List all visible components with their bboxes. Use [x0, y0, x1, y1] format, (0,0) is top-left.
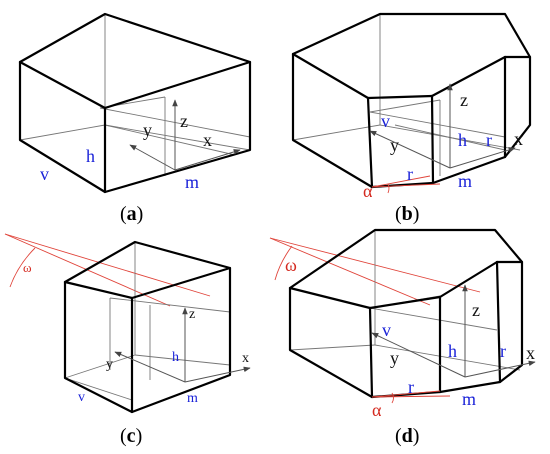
panel-a-label-m: m: [185, 172, 199, 192]
panel-c-box-edges: [63, 240, 232, 414]
panel-d-box-edges: [288, 228, 524, 399]
panel-b-alpha-marker: [371, 175, 441, 194]
panel-b-label-r-side: r: [486, 130, 492, 150]
panel-a-label-y: y: [143, 120, 152, 140]
panel-d-hidden-edges: [289, 230, 521, 398]
caption-d: (d): [395, 425, 419, 447]
panel-d-axes: [371, 284, 536, 378]
panel-c: ω z h y x v m: [4, 233, 251, 414]
panel-b: v y z h r x r m α: [291, 12, 532, 201]
panel-d-label-y: y: [390, 348, 399, 368]
panel-a-label-x: x: [203, 130, 212, 150]
panel-b-label-r-bottom: r: [407, 164, 413, 184]
panel-b-label-alpha: α: [363, 181, 373, 201]
panel-b-label-v: v: [381, 111, 390, 131]
panel-d-label-r-bottom: r: [408, 377, 414, 397]
panel-d-alpha-marker: [371, 390, 451, 404]
caption-c: (c): [120, 425, 142, 447]
panel-b-axes: [369, 83, 516, 169]
caption-b: (b): [395, 203, 419, 225]
panel-c-label-x: x: [242, 351, 249, 366]
panel-a: h v m y z x: [18, 12, 252, 194]
panel-c-omega-rays: [4, 233, 211, 307]
panel-d-label-m: m: [462, 389, 476, 409]
panel-c-axes: [114, 307, 251, 383]
panel-a-hidden-edges: [19, 14, 251, 193]
panel-d-label-r-side: r: [500, 341, 506, 361]
panel-a-label-z: z: [180, 111, 188, 131]
panel-c-label-z: z: [189, 307, 195, 322]
panel-b-label-h: h: [458, 130, 467, 150]
panel-b-box-edges: [291, 12, 532, 189]
panel-d-label-omega: ω: [285, 255, 297, 275]
panel-a-label-h: h: [86, 146, 95, 166]
panel-c-label-v: v: [78, 390, 85, 405]
panel-a-axes: [129, 99, 241, 171]
panel-b-label-y: y: [390, 135, 399, 155]
panel-c-label-omega: ω: [23, 260, 32, 275]
panel-b-label-z: z: [460, 90, 468, 110]
panel-c-label-h: h: [172, 350, 179, 365]
panel-c-label-y: y: [106, 357, 113, 372]
panel-c-hidden-edges: [64, 242, 231, 401]
panel-b-label-m: m: [458, 171, 472, 191]
panel-d-label-x: x: [526, 343, 535, 363]
panel-d-label-z: z: [472, 300, 480, 320]
panel-c-label-m: m: [187, 391, 198, 406]
caption-a: (a): [120, 203, 143, 225]
panel-a-box-edges: [18, 12, 252, 194]
panel-d-label-alpha: α: [372, 400, 382, 420]
panel-a-label-v: v: [40, 164, 49, 184]
panel-d: ω v y z h r x r m α: [269, 228, 536, 420]
panel-b-label-x: x: [514, 129, 523, 149]
panel-d-label-v: v: [382, 320, 391, 340]
panel-d-label-h: h: [448, 341, 457, 361]
